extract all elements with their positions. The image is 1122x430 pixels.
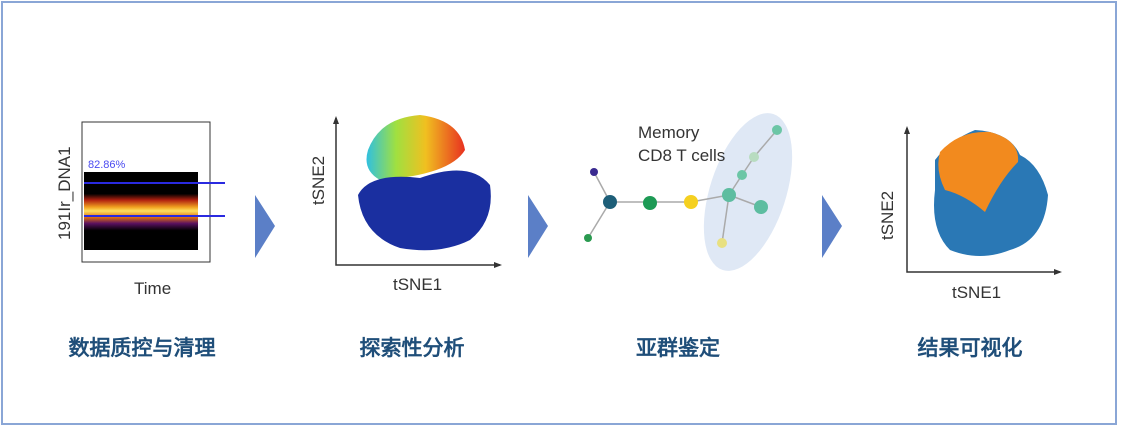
tsne-explore-ylabel: tSNE2 xyxy=(309,156,328,205)
qc-scatter-plot: 82.86% 191Ir_DNA1 Time xyxy=(55,121,225,298)
network-node xyxy=(717,238,727,248)
network-node xyxy=(722,188,736,202)
memory-cd8-highlight xyxy=(703,113,793,271)
qc-ylabel: 191Ir_DNA1 xyxy=(55,146,74,240)
network-node xyxy=(754,200,768,214)
network-node xyxy=(749,152,759,162)
step-label-qc: 数据质控与清理 xyxy=(68,336,216,360)
network-node xyxy=(584,234,592,242)
annotation-memory: Memory xyxy=(638,123,700,142)
network-node xyxy=(772,125,782,135)
tsne-cold-cluster xyxy=(358,170,491,251)
annotation-cd8: CD8 T cells xyxy=(638,146,725,165)
tsne-explore-xlabel: tSNE1 xyxy=(393,275,442,294)
cluster-network: Memory CD8 T cells xyxy=(584,113,793,271)
arrow-icon-1 xyxy=(255,195,275,258)
network-node xyxy=(603,195,617,209)
step-label-visualize: 结果可视化 xyxy=(917,336,1023,360)
qc-xlabel: Time xyxy=(134,279,171,298)
network-node xyxy=(737,170,747,180)
step-label-explore: 探索性分析 xyxy=(359,336,465,360)
tsne-orange-cluster xyxy=(938,131,1019,212)
qc-gate-percent: 82.86% xyxy=(88,159,126,171)
tsne-explore-plot: tSNE2 tSNE1 xyxy=(309,115,502,294)
arrow-icon-3 xyxy=(822,195,842,258)
network-node xyxy=(643,196,657,210)
network-node xyxy=(590,168,598,176)
step-label-identify: 亚群鉴定 xyxy=(636,336,720,360)
tsne-result-ylabel: tSNE2 xyxy=(878,191,897,240)
tsne-result-plot: tSNE2 tSNE1 xyxy=(878,126,1062,302)
arrow-icon-2 xyxy=(528,195,548,258)
tsne-hot-cluster xyxy=(366,115,465,180)
tsne-result-xlabel: tSNE1 xyxy=(952,283,1001,302)
qc-density xyxy=(84,172,198,250)
network-node xyxy=(684,195,698,209)
